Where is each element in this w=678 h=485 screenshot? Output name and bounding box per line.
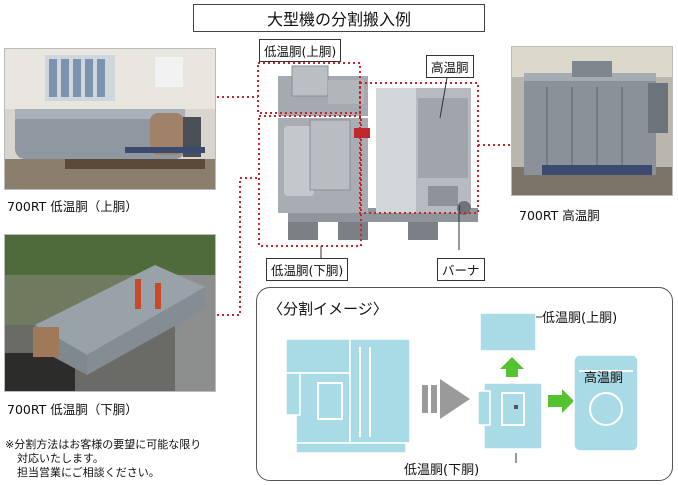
photo-high-shell bbox=[511, 46, 673, 196]
footnote-line3: 担当営業にご相談ください。 bbox=[17, 466, 160, 479]
label-upper-shell: 低温胴(上胴) bbox=[259, 39, 342, 62]
caption-lower-lower: 700RT 低温胴（下胴） bbox=[7, 402, 138, 417]
label-high-shell: 高温胴 bbox=[426, 55, 474, 78]
machine-illustration bbox=[258, 58, 488, 248]
footnote-line1: ※分割方法はお客様の要望に可能な限り bbox=[5, 438, 202, 451]
photo-lower-lower-shell bbox=[4, 234, 216, 392]
link-photo2-lower bbox=[217, 177, 259, 316]
caption-high: 700RT 高温胴 bbox=[519, 208, 600, 223]
separated-upper-shell-icon bbox=[479, 312, 537, 352]
footnote-line2: 対応いたします。 bbox=[17, 452, 104, 465]
separated-high-shell-icon bbox=[573, 354, 639, 452]
label-lower-shell: 低温胴(下胴) bbox=[266, 258, 349, 281]
panel-label-upper-shell: 低温胴(上胴) bbox=[542, 307, 618, 326]
machine-drawing bbox=[278, 65, 478, 240]
division-panel-title: 〈分割イメージ〉 bbox=[268, 300, 388, 318]
footnote: ※分割方法はお客様の要望に可能な限り 対応いたします。 担当営業にご相談ください… bbox=[5, 438, 201, 480]
photo-lower-lower-shell-image bbox=[5, 235, 215, 391]
label-burner: バーナ bbox=[437, 258, 485, 281]
green-up-arrow-icon bbox=[500, 357, 524, 377]
gray-arrow-icon bbox=[422, 379, 470, 419]
panel-label-high-shell: 高温胴 bbox=[584, 371, 624, 386]
green-right-arrow-icon bbox=[548, 389, 574, 413]
division-diagram bbox=[285, 312, 639, 463]
caption-lower-upper: 700RT 低温胴（上胴） bbox=[7, 199, 138, 214]
combined-machine-icon bbox=[285, 338, 411, 454]
photo-lower-upper-shell bbox=[4, 48, 216, 190]
photo-high-shell-image bbox=[512, 47, 672, 195]
panel-label-lower-shell: 低温胴(下胴) bbox=[404, 459, 480, 478]
page-title: 大型機の分割搬入例 bbox=[193, 4, 485, 32]
photo-lower-upper-shell-image bbox=[5, 49, 215, 189]
